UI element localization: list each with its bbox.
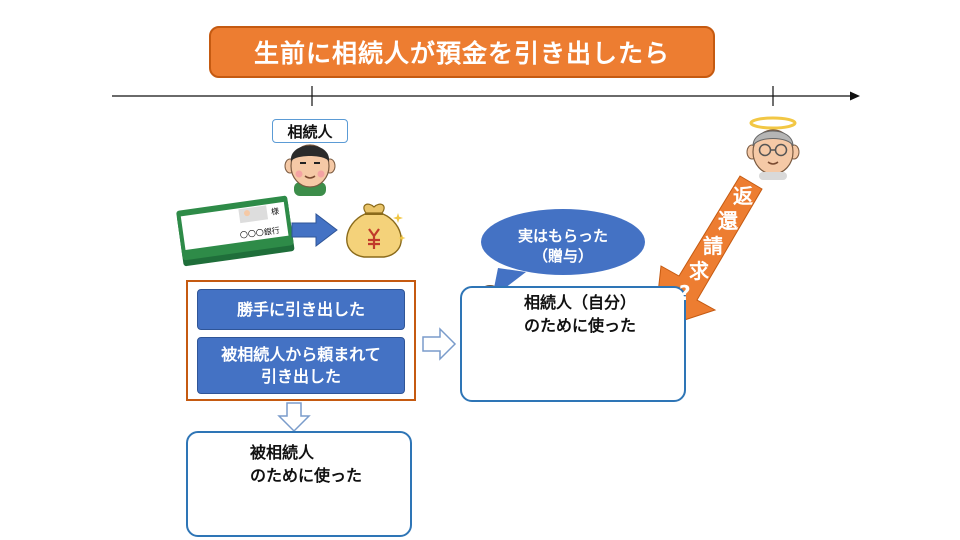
passbook-name-suffix: 様 (270, 206, 279, 217)
money-bag-icon (345, 203, 403, 259)
page-title: 生前に相続人が預金を引き出したら (209, 26, 715, 78)
timeline (112, 86, 860, 106)
outline-arrow-down (277, 402, 311, 433)
return-request-char: 求 (689, 259, 709, 283)
option-requested-withdrawal: 被相続人から頼まれて 引き出した (197, 337, 405, 394)
self-use-text: 相続人（自分） のために使った (524, 293, 637, 336)
speech-bubble-text: 実はもらった （贈与） (517, 227, 608, 266)
return-request-char: 請 (703, 234, 723, 258)
decedent-use-card (186, 431, 412, 537)
return-request-char: ? (679, 281, 691, 305)
passbook: 預金通帳 〇〇〇銀行 様 (176, 195, 295, 267)
decedent-avatar (746, 116, 800, 180)
withdraw-arrow (291, 212, 338, 248)
return-request-char: 返 (733, 184, 753, 208)
withdrawal-options-frame (186, 280, 416, 401)
heir-label: 相続人 (272, 119, 348, 143)
self-use-card (460, 286, 686, 402)
outline-arrow-right (422, 327, 457, 361)
option-unauthorized-withdrawal: 勝手に引き出した (197, 289, 405, 330)
decedent-use-text: 被相続人 のために使った (250, 443, 363, 486)
return-request-char: 還 (718, 209, 738, 233)
heir-avatar (284, 144, 336, 196)
